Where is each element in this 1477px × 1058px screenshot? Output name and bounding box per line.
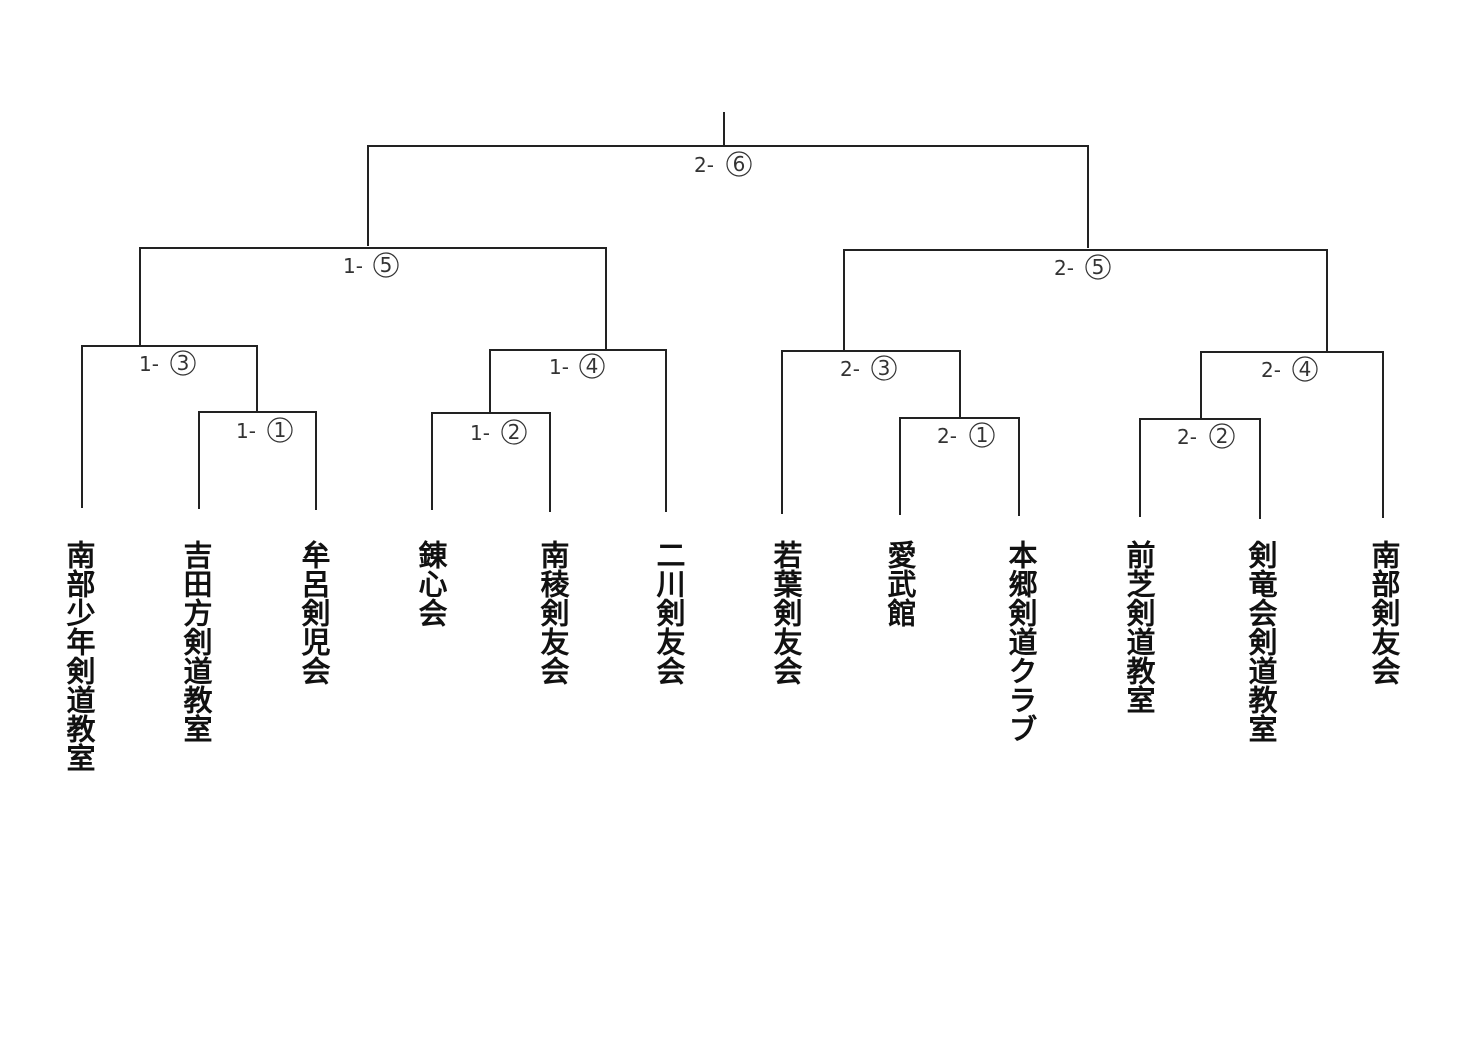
match-number-circle [1085, 254, 1111, 280]
match-number: 3 [177, 351, 190, 375]
match-prefix: 1- [139, 352, 159, 376]
match-number-circle [871, 355, 897, 381]
team-name: 剣竜会剣道教室 [1244, 540, 1278, 743]
team-name: 錬心会 [414, 540, 448, 627]
match-label-1-4: 1- 4 [549, 353, 605, 379]
match-label-1-2: 1- 2 [470, 419, 527, 445]
match-prefix: 1- [343, 254, 363, 278]
match-number: 4 [586, 354, 599, 378]
team-name: 吉田方剣道教室 [179, 540, 213, 743]
match-label-2-4: 2- 4 [1261, 356, 1318, 382]
match-prefix: 2- [1177, 425, 1197, 449]
match-number-circle [501, 419, 527, 445]
team-name: 愛武館 [883, 540, 917, 627]
team-name: 南部少年剣道教室 [62, 540, 96, 772]
match-number: 3 [878, 356, 891, 380]
match-2-3 [781, 350, 961, 514]
match-label-2-5: 2- 5 [1054, 254, 1111, 280]
team-name: 牟呂剣児会 [297, 540, 331, 685]
team-name: 前芝剣道教室 [1122, 540, 1156, 714]
match-number: 2 [1216, 424, 1229, 448]
match-number: 4 [1299, 357, 1312, 381]
match-number: 5 [1092, 255, 1105, 279]
match-2-4 [1200, 351, 1384, 518]
match-number: 2 [508, 420, 521, 444]
match-label-1-1: 1- 1 [236, 417, 293, 443]
match-prefix: 2- [1054, 256, 1074, 280]
match-1-2 [431, 412, 551, 512]
match-number-circle [579, 353, 605, 379]
match-prefix: 1- [549, 355, 569, 379]
match-number-circle [170, 350, 196, 376]
match-label-1-3: 1- 3 [139, 350, 196, 376]
match-prefix: 2- [1261, 358, 1281, 382]
match-label-1-5: 1- 5 [343, 252, 399, 278]
match-number: 1 [274, 418, 287, 442]
match-number: 6 [733, 152, 746, 176]
match-label-2-3: 2- 3 [840, 355, 897, 381]
match-1-3 [81, 345, 258, 508]
match-number: 1 [976, 423, 989, 447]
match-number-circle [373, 252, 399, 278]
match-prefix: 2- [937, 424, 957, 448]
match-number-circle [969, 422, 995, 448]
match-number-circle [726, 151, 752, 177]
team-name: 南稜剣友会 [536, 540, 570, 685]
match-1-1 [198, 411, 317, 510]
team-name: 二川剣友会 [652, 540, 686, 685]
match-prefix: 1- [236, 419, 256, 443]
match-1-5 [139, 247, 607, 350]
match-number: 5 [380, 253, 393, 277]
match-label-2-2: 2- 2 [1177, 423, 1235, 449]
match-label-2-6: 2- 6 [694, 151, 752, 177]
match-final [367, 112, 1089, 248]
match-prefix: 1- [470, 421, 490, 445]
team-name: 本郷剣道クラブ [1004, 540, 1038, 743]
match-number-circle [1292, 356, 1318, 382]
match-number-circle [1209, 423, 1235, 449]
match-prefix: 2- [840, 357, 860, 381]
match-1-4 [489, 349, 667, 512]
match-2-5 [843, 249, 1328, 352]
match-label-2-1: 2- 1 [937, 422, 995, 448]
match-2-2 [1139, 418, 1261, 519]
match-number-circle [267, 417, 293, 443]
match-prefix: 2- [694, 153, 714, 177]
match-2-1 [899, 417, 1020, 516]
team-name: 若葉剣友会 [769, 540, 803, 685]
team-name: 南部剣友会 [1367, 540, 1401, 685]
